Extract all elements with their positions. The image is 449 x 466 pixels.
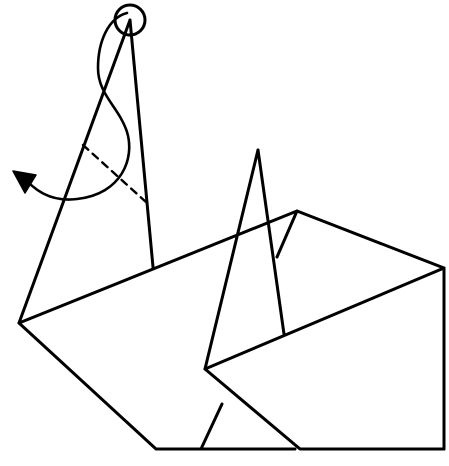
tail-top-edge: [297, 211, 444, 268]
dashed-fold-line: [83, 145, 146, 202]
neck-fold-guide: [83, 145, 146, 202]
tail-section: [201, 211, 444, 449]
neck-right-edge: [130, 20, 153, 267]
wing-left-edge: [205, 150, 258, 369]
body-back-edge: [19, 211, 297, 323]
wing-right-edge: [258, 150, 284, 334]
tail-lower-edge: [205, 369, 444, 449]
tail-inner-crease: [201, 404, 222, 449]
body-bottom-left-edge: [19, 323, 295, 449]
tail-mid-edge: [205, 268, 444, 369]
fold-arrowhead: [13, 171, 36, 193]
